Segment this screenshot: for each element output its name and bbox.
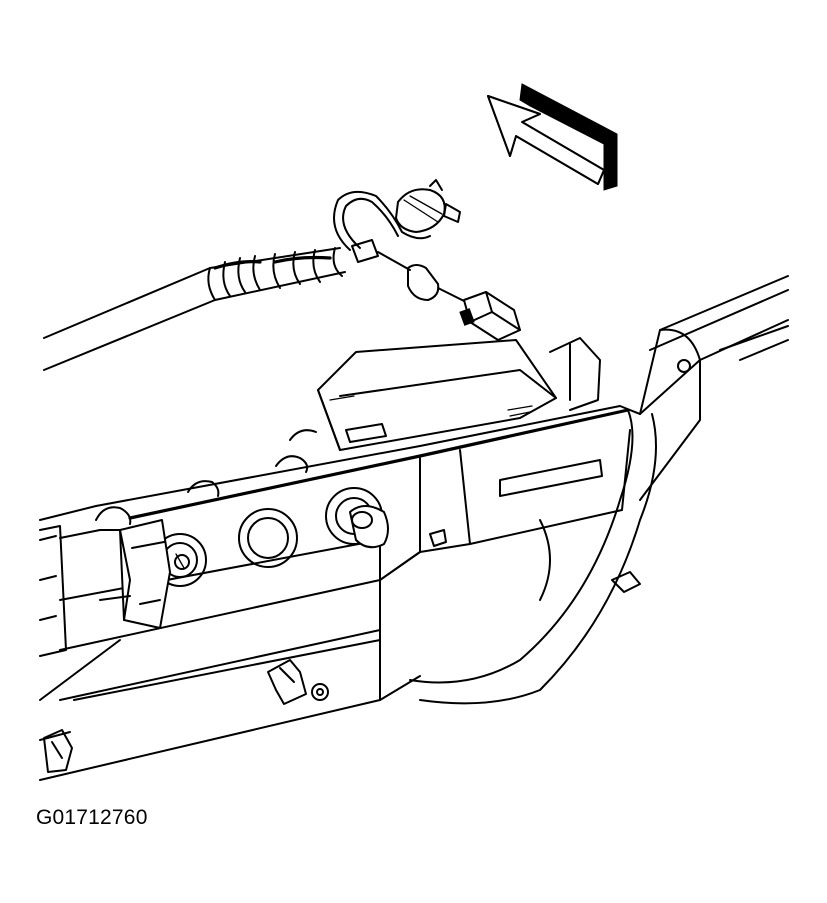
console-side-wall [409, 275, 789, 705]
switch-right [325, 487, 389, 549]
console-body [39, 405, 641, 781]
switch-middle [238, 508, 298, 568]
rear-knobs [95, 429, 317, 525]
sensor-wire-loop [333, 179, 471, 305]
wiring-harness [43, 247, 346, 371]
arrow-forward-icon [487, 83, 618, 191]
sensor-connector [459, 291, 521, 341]
control-module [317, 339, 557, 451]
figure-id-label: G01712760 [36, 806, 148, 829]
fastener-clips [43, 529, 641, 773]
left-bracket [39, 519, 171, 701]
